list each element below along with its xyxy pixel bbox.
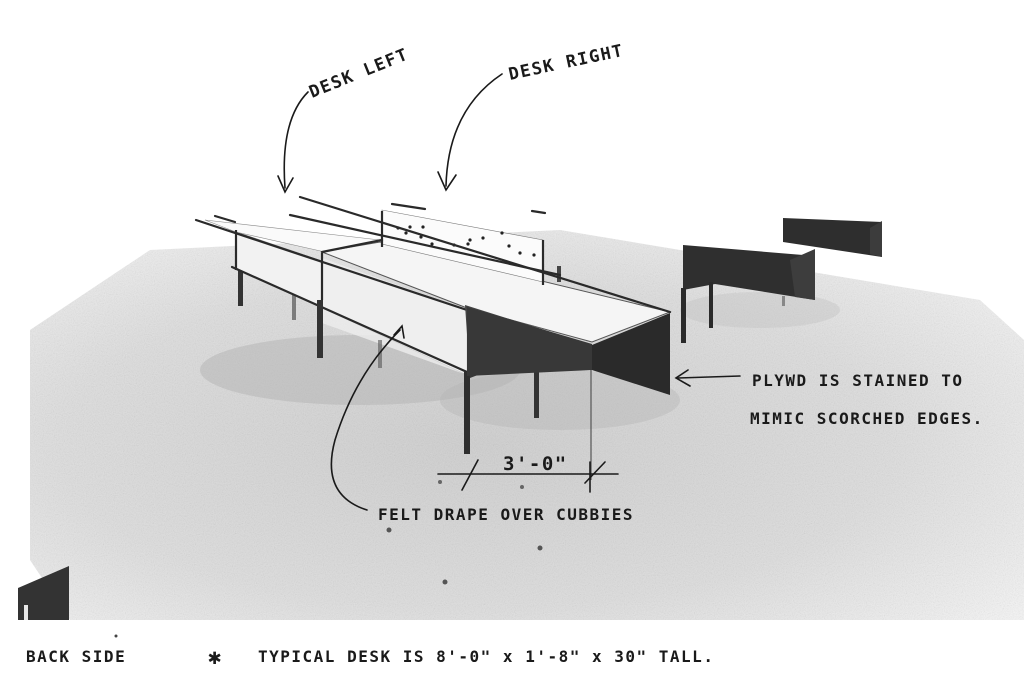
typical-desk-note: TYPICAL DESK IS 8'-0" x 1'-8" x 30" TALL…: [258, 647, 714, 666]
annotation-arrows: [277, 73, 741, 511]
desk-right-arrow: [445, 73, 503, 187]
far-right-desk: [783, 218, 882, 257]
back-side-block: [18, 566, 69, 620]
felt-drape-label: FELT DRAPE OVER CUBBIES: [378, 505, 634, 524]
plywood-note-line1: PLYWD IS STAINED TO: [752, 371, 964, 390]
typical-desk-marker: ✱: [208, 645, 223, 670]
model-base-floor: [30, 230, 1024, 638]
main-desk-assembly: [194, 195, 672, 480]
plywood-end-right: [592, 313, 670, 395]
felt-drape-arrow: [330, 329, 401, 511]
dimension-line-3ft: [437, 459, 619, 493]
back-side-label: BACK SIDE: [26, 647, 126, 666]
middle-right-desk: [681, 245, 815, 343]
plywood-note-line2: MIMIC SCORCHED EDGES.: [750, 409, 984, 428]
desktop-surface: [320, 241, 672, 343]
plywood-arrow: [677, 375, 741, 379]
dimension-label: 3'-0": [503, 453, 568, 475]
desk-left-arrow: [283, 91, 309, 189]
